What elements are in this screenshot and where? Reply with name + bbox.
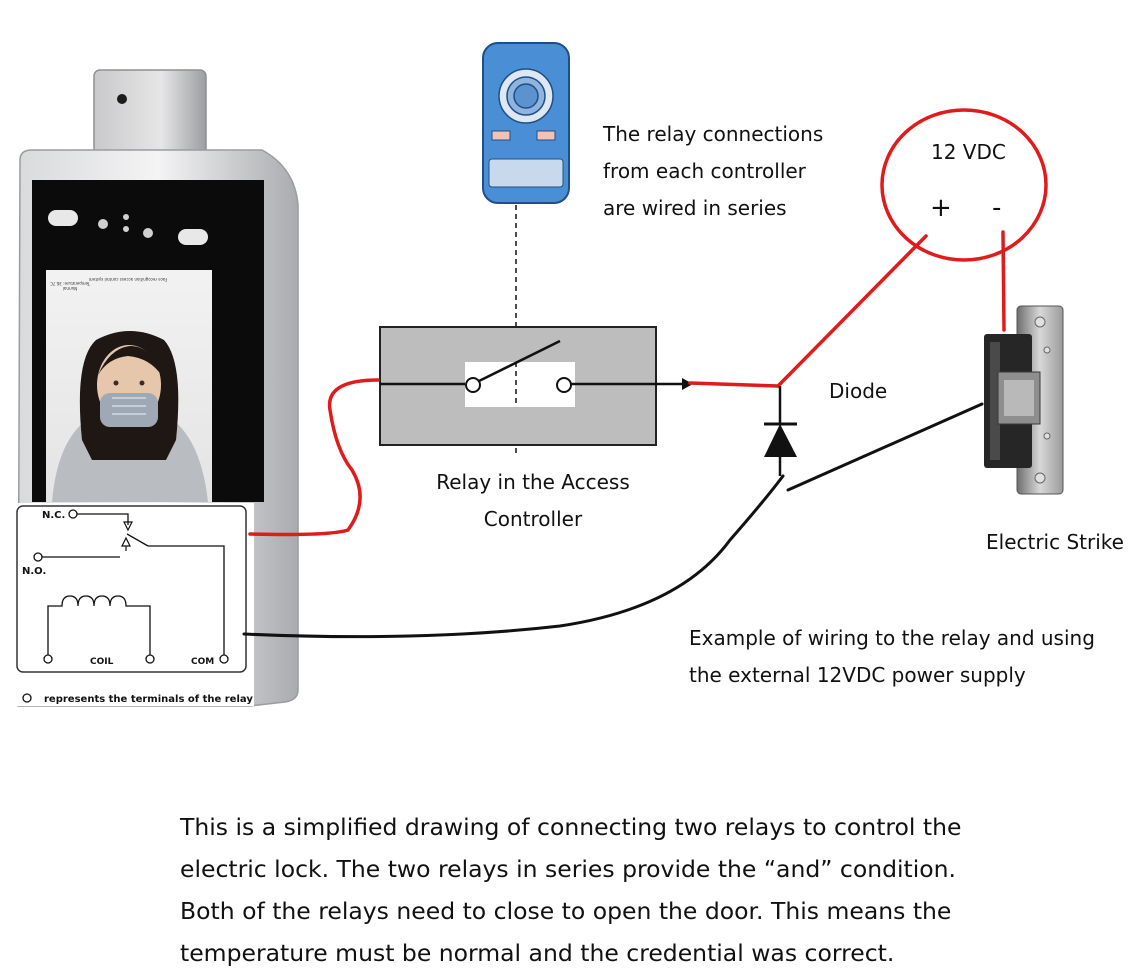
power-voltage-label: 12 VDC [931, 140, 1006, 164]
reader-keypad [488, 158, 564, 188]
wire-diode-to-strike [786, 402, 984, 492]
schematic-frame [16, 505, 247, 673]
relay-series-note-line: The relay connections [603, 122, 824, 146]
no-label: N.O. [22, 566, 46, 577]
power-supply-circle [880, 108, 1048, 262]
relay-series-note-line: are wired in series [603, 196, 787, 220]
wire-minus-to-strike [1001, 230, 1006, 332]
wire-relay-in [248, 378, 380, 537]
description-line: This is a simplified drawing of connecti… [180, 813, 962, 841]
face-recognition-terminal: Face recognition access control system T… [17, 69, 299, 707]
wiring-example-line: the external 12VDC power supply [689, 663, 1026, 687]
terminal-legend: represents the terminals of the relay [44, 694, 253, 705]
relay-series-note-line: from each controller [603, 159, 806, 183]
screw-icon [1034, 316, 1046, 328]
diode-symbol [764, 386, 797, 476]
diode-triangle [764, 424, 797, 457]
card-reader [482, 42, 570, 204]
ir-sensor-right [178, 229, 208, 245]
camera-lens-icon [117, 94, 127, 104]
relay-box-label-line: Relay in the Access [436, 470, 630, 494]
relay-box-label-line: Controller [483, 507, 583, 531]
screen-title: Face recognition access control system [89, 277, 168, 282]
relay-switch-arm [478, 339, 561, 383]
positive-wiring [248, 108, 1048, 537]
wire-relay-out [688, 381, 780, 388]
power-plus-terminal: + [930, 193, 952, 223]
diode-label: Diode [829, 379, 888, 403]
relay-box-label: Relay in the Access Controller [436, 464, 630, 538]
reader-lens-icon [513, 83, 539, 109]
relay-series-note: The relay connections from each controll… [603, 116, 823, 227]
wiring-example-note: Example of wiring to the relay and using… [689, 620, 1095, 694]
description-paragraph: This is a simplified drawing of connecti… [180, 806, 980, 974]
ir-sensor-left [48, 210, 78, 226]
description-line: temperature must be normal and the crede… [180, 939, 895, 967]
screen-temperature: Temperature: 36.7C [50, 281, 91, 286]
person-photo [52, 331, 208, 502]
terminal-legend-icon [22, 693, 32, 703]
coil-label: COIL [90, 657, 114, 667]
relay-output-arrow [682, 378, 693, 390]
nc-label: N.C. [42, 510, 65, 521]
relay-contact-left [465, 377, 481, 393]
relay-schematic: N.C. N.O. COIL COM represents the termin… [10, 503, 254, 706]
screen-status: Normal [63, 286, 77, 291]
description-line: electric lock. The two relays in series … [180, 855, 957, 883]
wire-com-to-diode [242, 474, 785, 639]
coil-icon [47, 595, 151, 655]
electric-strike [984, 305, 1064, 495]
access-controller-relay [379, 326, 693, 446]
negative-wiring [242, 402, 984, 639]
description-line: Both of the relays need to close to open… [180, 897, 952, 925]
electric-strike-label: Electric Strike [986, 530, 1124, 554]
relay-contact-right [556, 377, 572, 393]
wiring-example-line: Example of wiring to the relay and using [689, 626, 1095, 650]
wire-plus-to-diode [776, 234, 928, 388]
power-minus-terminal: - [992, 193, 1002, 223]
com-label: COM [191, 657, 214, 667]
